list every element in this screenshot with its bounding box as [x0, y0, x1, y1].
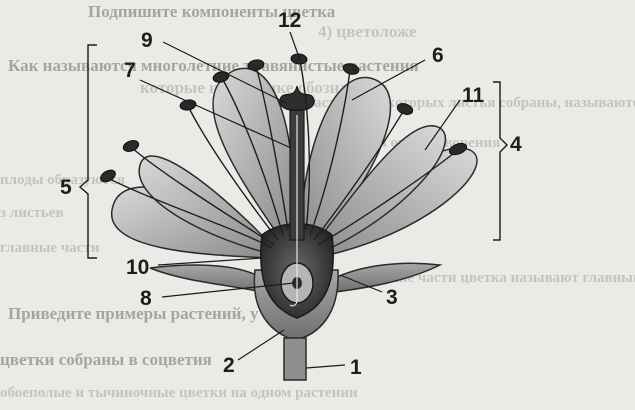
pedicel — [283, 337, 307, 381]
sepal — [334, 262, 443, 293]
anthers — [100, 53, 468, 183]
bg-text-line: 4) цветоложе — [318, 22, 417, 41]
label-5: 5 — [60, 176, 72, 199]
label-4: 4 — [510, 133, 522, 156]
bg-text-line: плоды образуются — [0, 172, 125, 188]
stamens — [107, 59, 459, 249]
label-6: 6 — [432, 44, 444, 67]
label-11: 11 — [462, 84, 485, 107]
label-9: 9 — [141, 29, 153, 52]
bg-text-line: цветки собраны в соцветия — [0, 350, 212, 369]
brace-right — [493, 81, 508, 241]
label-1: 1 — [350, 356, 362, 379]
bg-text-line: обоеполые и тычиночные цветки на одном р… — [0, 385, 358, 401]
bg-text-line: з листьев — [0, 205, 64, 221]
stigma — [279, 85, 315, 111]
label-2: 2 — [223, 354, 235, 377]
label-12: 12 — [278, 9, 302, 32]
leader-lines — [139, 31, 461, 369]
bg-text-line: Подпишите компоненты цветка — [88, 2, 336, 21]
bg-text-line: Приведите примеры растений, у которых — [8, 304, 329, 323]
label-7: 7 — [124, 59, 136, 82]
label-8: 8 — [140, 287, 152, 310]
bg-text-line: Как называются многолетние травянистые р… — [8, 56, 419, 75]
petal — [138, 155, 279, 256]
bg-text-line: Какие части цветка называют главными — [372, 270, 635, 286]
label-10: 10 — [126, 256, 150, 279]
bg-text-line: главные части — [0, 240, 100, 256]
label-3: 3 — [386, 286, 398, 309]
brace-left — [78, 44, 97, 259]
